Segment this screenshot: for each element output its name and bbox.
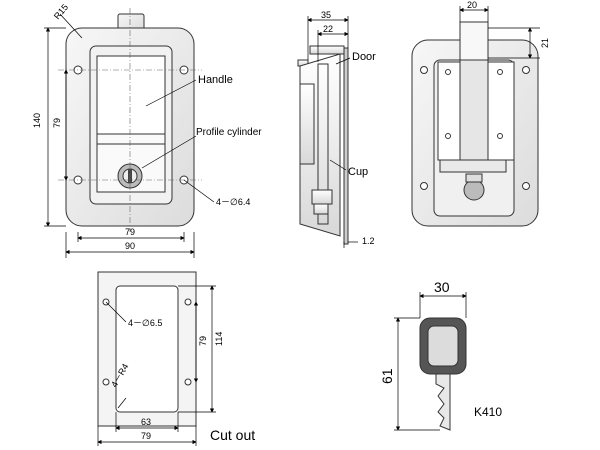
door-label: Door [352, 51, 376, 63]
front-radius-label: R15 [52, 2, 70, 21]
rear-dimensions [459, 6, 540, 59]
rear-height-top: 21 [540, 38, 550, 48]
handle-label: Handle [198, 74, 233, 86]
side-width-inner: 22 [323, 24, 333, 34]
cutout-width-inner: 63 [141, 417, 151, 427]
key-width: 30 [434, 279, 450, 295]
front-holes-label: 4－∅6.4 [216, 197, 250, 207]
front-dimensions [44, 13, 215, 258]
key-model: K410 [474, 405, 502, 419]
cutout-height-inner: 79 [198, 336, 208, 346]
front-width-inner: 79 [125, 227, 135, 237]
front-center-lines [58, 8, 202, 232]
rear-view: 20 21 [411, 0, 550, 227]
profile-cylinder-label: Profile cylinder [196, 127, 262, 138]
front-height-total: 140 [32, 113, 42, 128]
side-dimensions [307, 16, 358, 248]
key-dimensions [394, 292, 467, 431]
key-body [419, 317, 467, 431]
cup-label: Cup [348, 166, 368, 178]
cutout-dimensions [97, 285, 216, 446]
key-height: 61 [379, 368, 395, 384]
front-view: R15 140 79 79 90 4－∅6.4 Handle Profile c… [32, 2, 262, 258]
side-view: 35 22 1.2 Door Cup [297, 10, 376, 248]
cutout-view: 4－∅6.5 4－R4 79 114 63 79 Cut out [97, 271, 255, 446]
key-view: 30 61 K410 [379, 279, 502, 431]
side-body [297, 45, 349, 245]
rear-width-top: 20 [467, 0, 477, 10]
rear-cylinder [463, 173, 485, 201]
cutout-height-total: 114 [214, 332, 224, 346]
rear-body [411, 21, 539, 227]
side-thickness: 1.2 [362, 236, 375, 246]
front-width-total: 90 [125, 241, 135, 251]
cutout-title: Cut out [210, 427, 255, 443]
cutout-holes-label: 4－∅6.5 [128, 318, 162, 328]
front-height-inner: 79 [52, 118, 62, 128]
rear-mounting-holes [420, 66, 530, 190]
side-width-total: 35 [321, 10, 331, 20]
cutout-opening [115, 285, 179, 413]
cutout-width-total: 79 [141, 431, 151, 441]
